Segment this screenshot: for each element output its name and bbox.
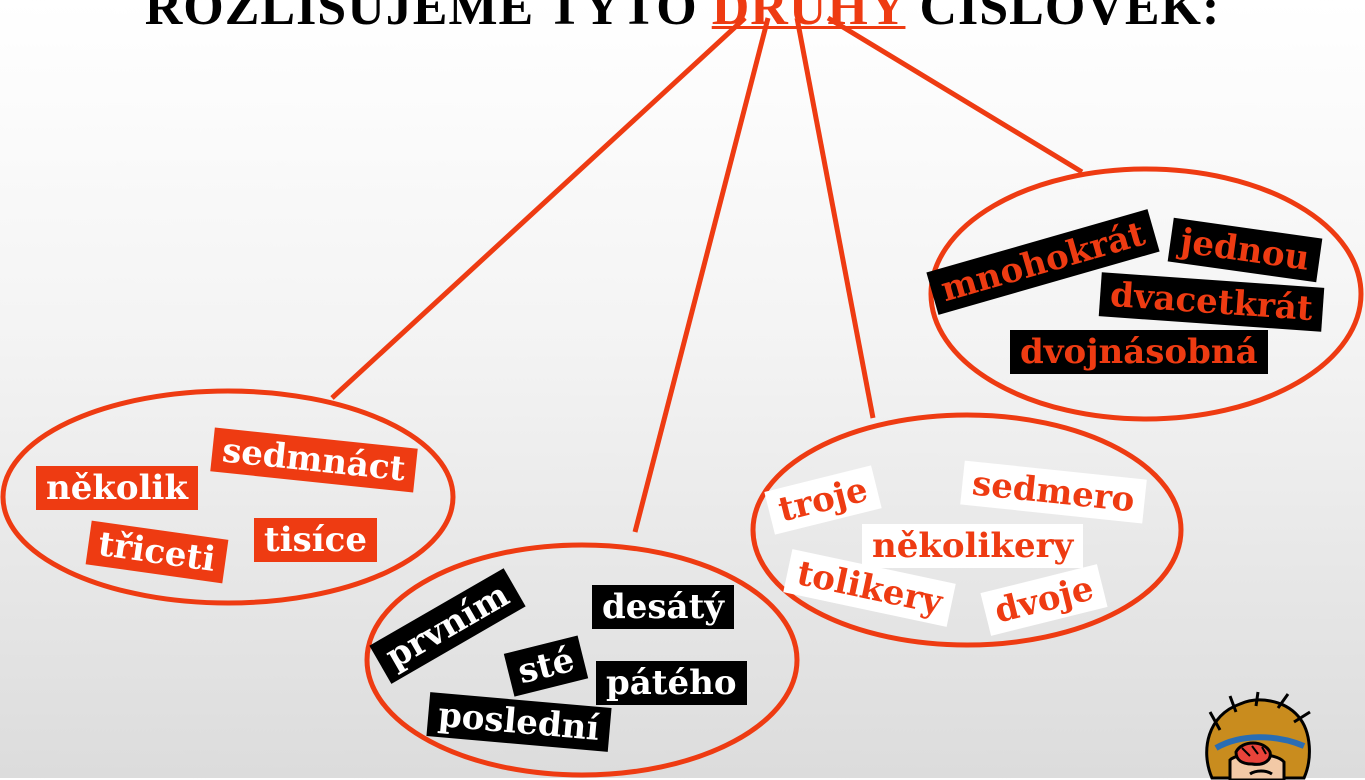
word-tag: dvojnásobná [1010,330,1268,374]
group-4-ellipse [928,166,1364,422]
title-prefix: ROZLIŠUJEME TYTO [144,0,712,36]
group-2-ellipse [364,542,800,778]
group-1-ellipse [0,388,456,606]
title-suffix: ČÍSLOVEK: [905,0,1221,36]
connector-group-3 [794,17,876,419]
word-tag: desátý [592,585,735,629]
stressed-person-icon [1205,691,1311,780]
word-tag: tisíce [254,518,378,562]
word-tag: několik [36,466,198,510]
word-tag: pátého [596,661,747,705]
group-3-ellipse [750,412,1184,648]
connector-group-2 [632,17,771,533]
connector-group-1 [330,16,747,400]
slide-title: ROZLIŠUJEME TYTO DRUHY ČÍSLOVEK: [0,0,1365,37]
connector-group-4 [826,15,1084,175]
word-tag: několikery [862,524,1084,568]
